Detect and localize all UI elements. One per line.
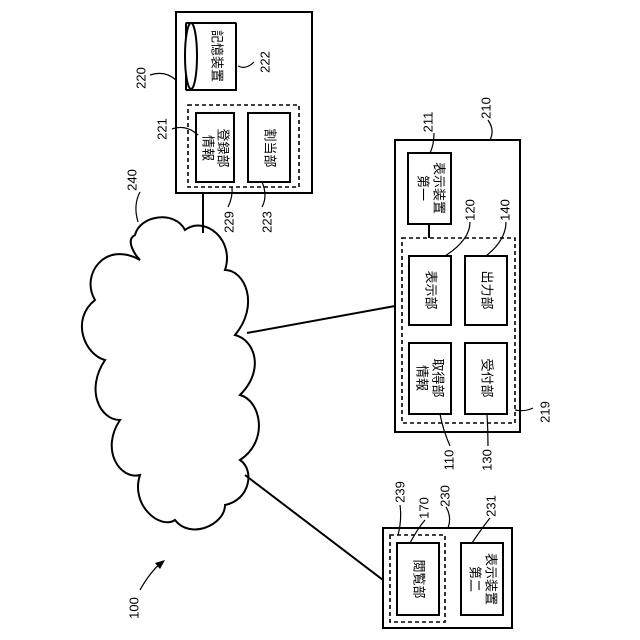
browsing-unit-label: 閲覧部 bbox=[411, 559, 427, 598]
ref-120: 120 bbox=[462, 199, 477, 221]
display-unit-label: 表示部 bbox=[423, 270, 438, 309]
link-terminal210-network bbox=[247, 306, 395, 333]
ref-222: 222 bbox=[257, 51, 272, 73]
ref-220: 220 bbox=[133, 67, 148, 89]
first-display-line1: 第一 bbox=[415, 175, 430, 201]
ref-219: 219 bbox=[537, 401, 552, 423]
ref-211: 211 bbox=[420, 112, 435, 133]
link-terminal230-network bbox=[245, 475, 383, 580]
leader-230 bbox=[446, 507, 450, 528]
info-registration-line1: 情報 bbox=[200, 135, 215, 161]
ref-210: 210 bbox=[478, 97, 493, 119]
ref-230: 230 bbox=[437, 485, 452, 507]
ref-239: 239 bbox=[392, 481, 407, 503]
second-display-line1: 第二 bbox=[467, 566, 482, 592]
info-acquisition-line2: 取得部 bbox=[430, 358, 446, 397]
ref-130: 130 bbox=[479, 449, 494, 471]
first-display-line2: 表示装置 bbox=[431, 162, 446, 214]
ref-110: 110 bbox=[441, 450, 456, 471]
second-display-line2: 表示装置 bbox=[483, 553, 498, 605]
ref-231: 231 bbox=[483, 495, 498, 517]
leader-130 bbox=[487, 414, 488, 446]
ref-240: 240 bbox=[124, 169, 139, 191]
leader-210 bbox=[488, 120, 492, 140]
ref-170: 170 bbox=[416, 497, 431, 519]
info-acquisition-line1: 情報 bbox=[414, 365, 429, 391]
ref-229: 229 bbox=[221, 211, 236, 233]
storage-device-label: 記憶装置 bbox=[209, 30, 225, 82]
output-unit-label: 出力部 bbox=[479, 270, 494, 309]
allocation-unit-label: 割当部 bbox=[262, 128, 278, 167]
leader-240 bbox=[136, 192, 140, 222]
leader-220 bbox=[150, 73, 176, 80]
reception-unit-label: 受付部 bbox=[479, 358, 494, 397]
ref-140: 140 bbox=[497, 199, 512, 221]
ref-223: 223 bbox=[259, 211, 274, 233]
ref-100: 100 bbox=[126, 597, 141, 619]
network-cloud bbox=[82, 217, 259, 529]
ref-221: 221 bbox=[154, 118, 169, 140]
info-registration-line2: 登録部 bbox=[215, 128, 230, 167]
